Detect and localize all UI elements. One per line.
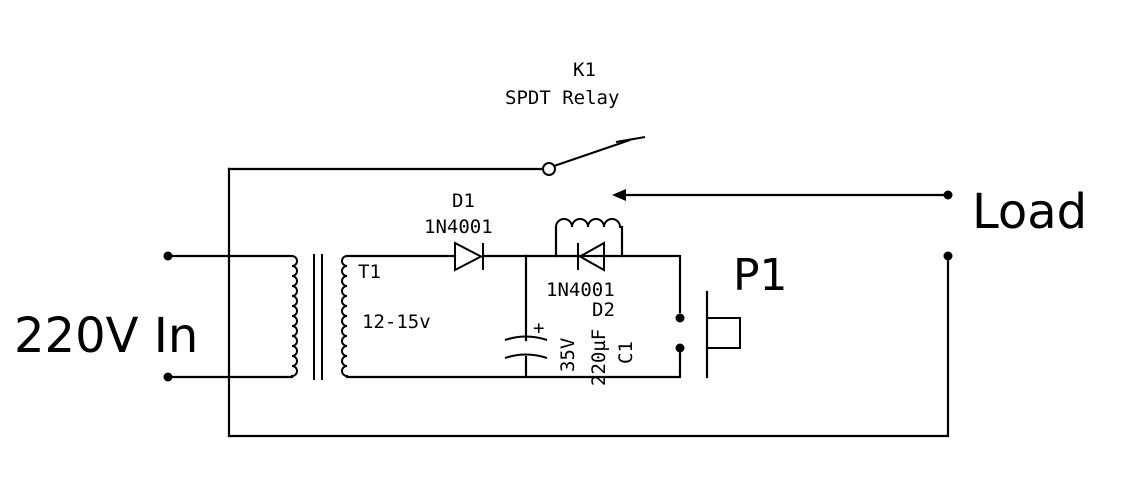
capacitor-value: 220µF bbox=[588, 329, 610, 386]
load-terminal-top bbox=[943, 190, 953, 200]
input-terminal-top bbox=[163, 251, 173, 261]
relay-common-contact bbox=[542, 162, 556, 176]
switch-ref: P1 bbox=[733, 250, 788, 301]
relay-type: SPDT Relay bbox=[505, 87, 619, 109]
relay-k1: K1 SPDT Relay bbox=[505, 59, 646, 228]
wires bbox=[166, 167, 950, 438]
load-terminal-bottom bbox=[943, 251, 953, 261]
diode-d2: 1N4001 D2 bbox=[546, 241, 622, 321]
input-terminal-bottom bbox=[163, 372, 173, 382]
diode2-ref: D2 bbox=[592, 299, 615, 321]
diode1-part: 1N4001 bbox=[424, 216, 493, 238]
transformer-rating: 12-15v bbox=[362, 311, 431, 333]
diode-d1: D1 1N4001 bbox=[424, 190, 493, 272]
switch-terminal-bottom bbox=[675, 343, 685, 353]
terminals bbox=[163, 190, 953, 382]
capacitor-c1: + 35V 220µF C1 bbox=[504, 317, 637, 386]
transformer-ref: T1 bbox=[358, 261, 381, 283]
transformer-t1: T1 12-15v bbox=[291, 254, 431, 380]
switch-terminal-top bbox=[675, 313, 685, 323]
load-label: Load bbox=[972, 184, 1087, 240]
relay-ref: K1 bbox=[573, 59, 596, 81]
capacitor-polarity: + bbox=[533, 317, 544, 339]
diode1-ref: D1 bbox=[452, 190, 475, 212]
capacitor-ref: C1 bbox=[615, 341, 637, 364]
pushbutton-p1: P1 bbox=[705, 250, 788, 379]
diode2-part: 1N4001 bbox=[546, 279, 615, 301]
input-label: 220V In bbox=[14, 308, 198, 364]
capacitor-voltage: 35V bbox=[557, 338, 579, 372]
